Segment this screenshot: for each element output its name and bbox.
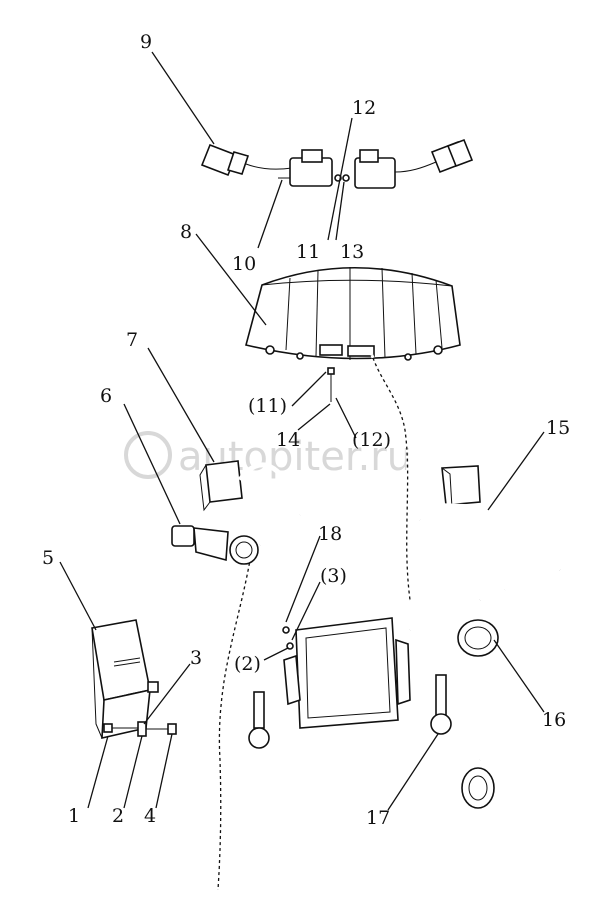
callout-2-ref: (2) bbox=[234, 653, 261, 675]
callout-7: 7 bbox=[126, 329, 138, 351]
callout-1: 1 bbox=[68, 805, 80, 827]
callout-4: 4 bbox=[144, 805, 156, 827]
callout-9: 9 bbox=[140, 31, 152, 53]
callout-8: 8 bbox=[180, 221, 192, 243]
round-connector-part bbox=[461, 767, 495, 809]
relay-box-part bbox=[91, 619, 159, 740]
callout-11: 11 bbox=[296, 241, 320, 263]
screw-part bbox=[327, 367, 335, 402]
callout-6: 6 bbox=[100, 385, 112, 407]
callout-labels: 9 12 8 10 11 13 7 6 (11) 14 (12) 15 18 (… bbox=[42, 31, 570, 829]
top-connector-harness bbox=[200, 138, 474, 189]
sensor-parts bbox=[248, 674, 452, 749]
callout-12-ref: (12) bbox=[352, 429, 391, 451]
callout-15: 15 bbox=[546, 417, 570, 439]
coiled-lead-part bbox=[457, 619, 499, 657]
leader-lines bbox=[59, 51, 545, 811]
callout-16: 16 bbox=[542, 709, 566, 731]
callout-3: 3 bbox=[190, 647, 202, 669]
callout-17: 17 bbox=[366, 807, 390, 829]
callout-14: 14 bbox=[276, 429, 300, 451]
callout-10: 10 bbox=[232, 253, 256, 275]
callout-3-ref: (3) bbox=[320, 565, 347, 587]
callout-12: 12 bbox=[352, 97, 376, 119]
callout-18: 18 bbox=[318, 523, 342, 545]
mounting-brackets bbox=[199, 460, 481, 512]
callout-13: 13 bbox=[340, 241, 364, 263]
callout-11-ref: (11) bbox=[248, 395, 287, 417]
cluster-housing bbox=[245, 266, 461, 361]
control-unit-part bbox=[282, 617, 411, 729]
ignition-switch-part bbox=[171, 525, 259, 565]
callout-2: 2 bbox=[112, 805, 124, 827]
callout-5: 5 bbox=[42, 547, 54, 569]
main-wiring-harness bbox=[216, 354, 562, 891]
